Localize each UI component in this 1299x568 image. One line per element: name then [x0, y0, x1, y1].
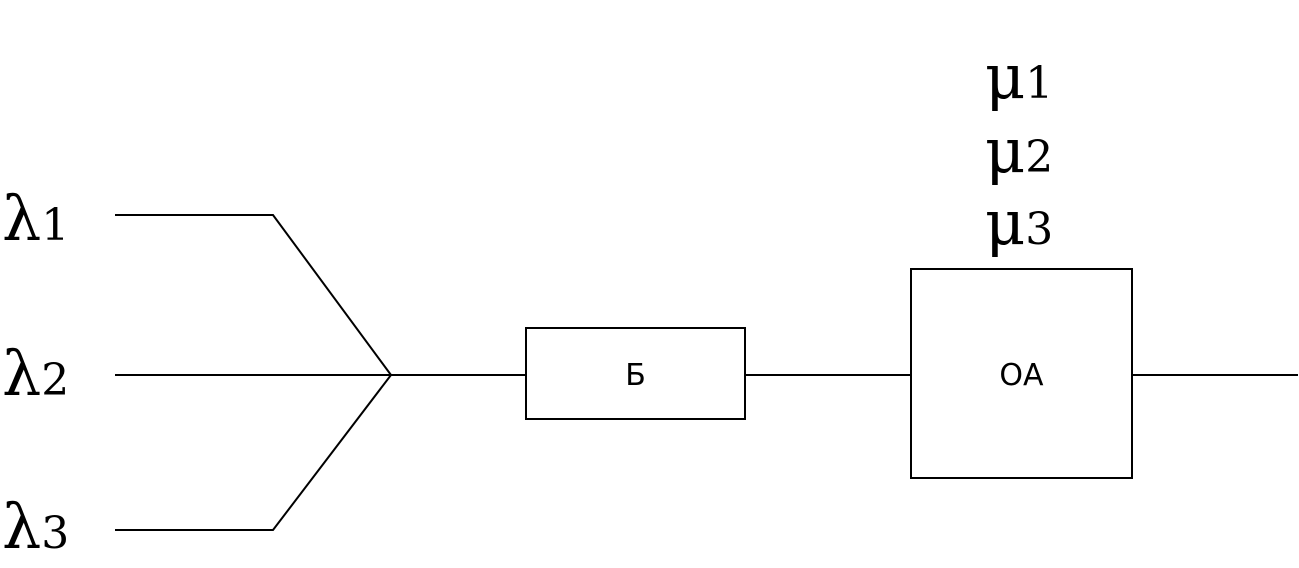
service-2-index: 2 [1025, 132, 1053, 183]
input-1-index: 1 [41, 200, 69, 251]
server-label: ОА [999, 358, 1044, 393]
input-line-1 [115, 214, 392, 376]
input-label-lambda-1: λ1 [2, 182, 69, 255]
service-rate-label-mu-2: μ2 [985, 114, 1053, 187]
input-2-index: 2 [41, 355, 69, 406]
buffer-label: Б [625, 358, 646, 393]
input-3-symbol: λ [2, 490, 41, 563]
server-box [910, 268, 1133, 479]
service-1-symbol: μ [985, 40, 1025, 113]
service-1-index: 1 [1025, 58, 1053, 109]
input-1-symbol: λ [2, 182, 41, 255]
input-3-index: 3 [41, 508, 69, 559]
buffer-box [525, 327, 746, 420]
input-label-lambda-3: λ3 [2, 490, 69, 563]
input-label-lambda-2: λ2 [2, 337, 69, 410]
service-2-symbol: μ [985, 114, 1025, 187]
service-3-index: 3 [1025, 204, 1053, 255]
service-rate-label-mu-1: μ1 [985, 40, 1053, 113]
service-3-symbol: μ [985, 186, 1025, 259]
input-2-symbol: λ [2, 337, 41, 410]
service-rate-label-mu-3: μ3 [985, 186, 1053, 259]
input-line-3 [115, 374, 392, 531]
